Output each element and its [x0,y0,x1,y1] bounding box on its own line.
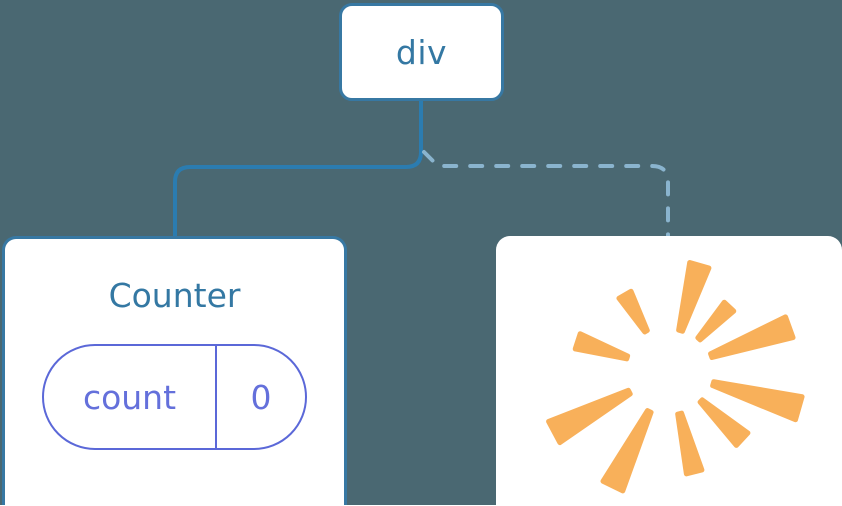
sparkle-spike [572,330,631,361]
node-counter-label: Counter [108,276,241,315]
sparkle-spike [546,387,633,445]
node-sparkle[interactable] [496,236,842,505]
edge-div-to-sparkle [422,150,670,240]
sparkle-burst-icon [546,259,805,493]
node-counter[interactable]: Counter count 0 [2,236,347,505]
node-div-label: div [395,32,448,72]
sparkle-spike [600,407,654,493]
sparkle-spike [710,378,805,422]
sparkle-spike [676,259,712,334]
node-div[interactable]: div [339,3,504,101]
state-pill-count[interactable]: count 0 [42,344,307,450]
edge-div-to-counter [173,98,423,240]
sparkle-spike [708,313,796,360]
sparkle-spike [616,288,650,334]
sparkle-spike [675,410,705,476]
sparkle-spike [697,396,751,448]
state-pill-key: count [82,377,177,417]
state-pill-value: 0 [215,346,305,448]
sparkle-spike [695,299,737,342]
